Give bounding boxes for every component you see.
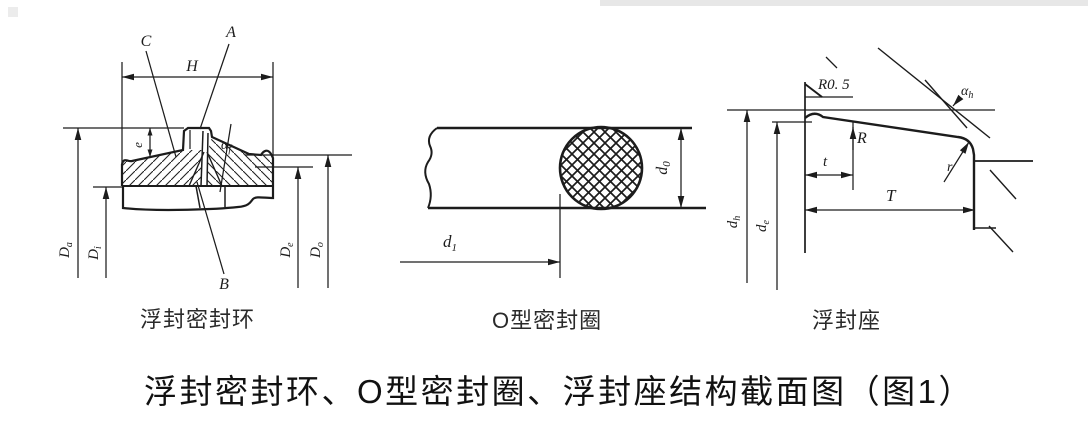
label-d-e: De <box>278 242 296 259</box>
seal-seat-dimension-lines <box>727 56 995 290</box>
label-r-big: R <box>856 130 867 147</box>
label-a: A <box>225 24 236 41</box>
scan-artifact <box>600 0 1088 6</box>
label-d-o: Do <box>308 242 326 259</box>
seal-ring-caption: 浮封密封环 <box>140 307 256 332</box>
label-e: e <box>130 142 145 148</box>
label-d-a: Da <box>57 242 75 259</box>
o-ring-band <box>424 126 706 210</box>
label-alpha-h: αh <box>961 84 973 101</box>
label-d-0: d0 <box>654 161 673 175</box>
label-c: C <box>141 33 152 50</box>
seal-ring-outline <box>120 126 275 212</box>
figure-title: 浮封密封环、O型密封圈、浮封座结构截面图（图1） <box>143 373 975 410</box>
housing-hatch-lines <box>877 47 1017 253</box>
seal-ring-dimension-lines <box>63 43 352 288</box>
label-r0-5: R0. 5 <box>817 77 850 93</box>
o-ring-caption: O型密封圈 <box>492 308 603 333</box>
o-ring-diagram: d0 d1 <box>400 125 706 278</box>
label-d-e-seat: de <box>754 219 772 232</box>
label-r-small: r <box>947 160 953 175</box>
seal-ring-diagram: C A H e αf B Da Di De Do <box>57 24 352 293</box>
label-d-1: d1 <box>443 232 457 254</box>
label-alpha-f: αf <box>221 138 232 155</box>
o-ring-dimension-lines <box>400 128 685 278</box>
label-t-small: t <box>823 154 828 170</box>
seal-seat-diagram: R0. 5 αh R t T r dh de <box>725 47 1033 290</box>
label-b: B <box>219 276 229 293</box>
label-d-i: Di <box>86 246 104 261</box>
label-d-h: dh <box>725 216 743 229</box>
scan-artifact <box>8 7 18 17</box>
label-t-big: T <box>886 186 897 205</box>
o-ring-cross-section <box>558 125 644 211</box>
seal-seat-caption: 浮封座 <box>812 308 882 333</box>
label-h: H <box>185 58 199 75</box>
seal-seat-profile <box>804 82 1033 253</box>
